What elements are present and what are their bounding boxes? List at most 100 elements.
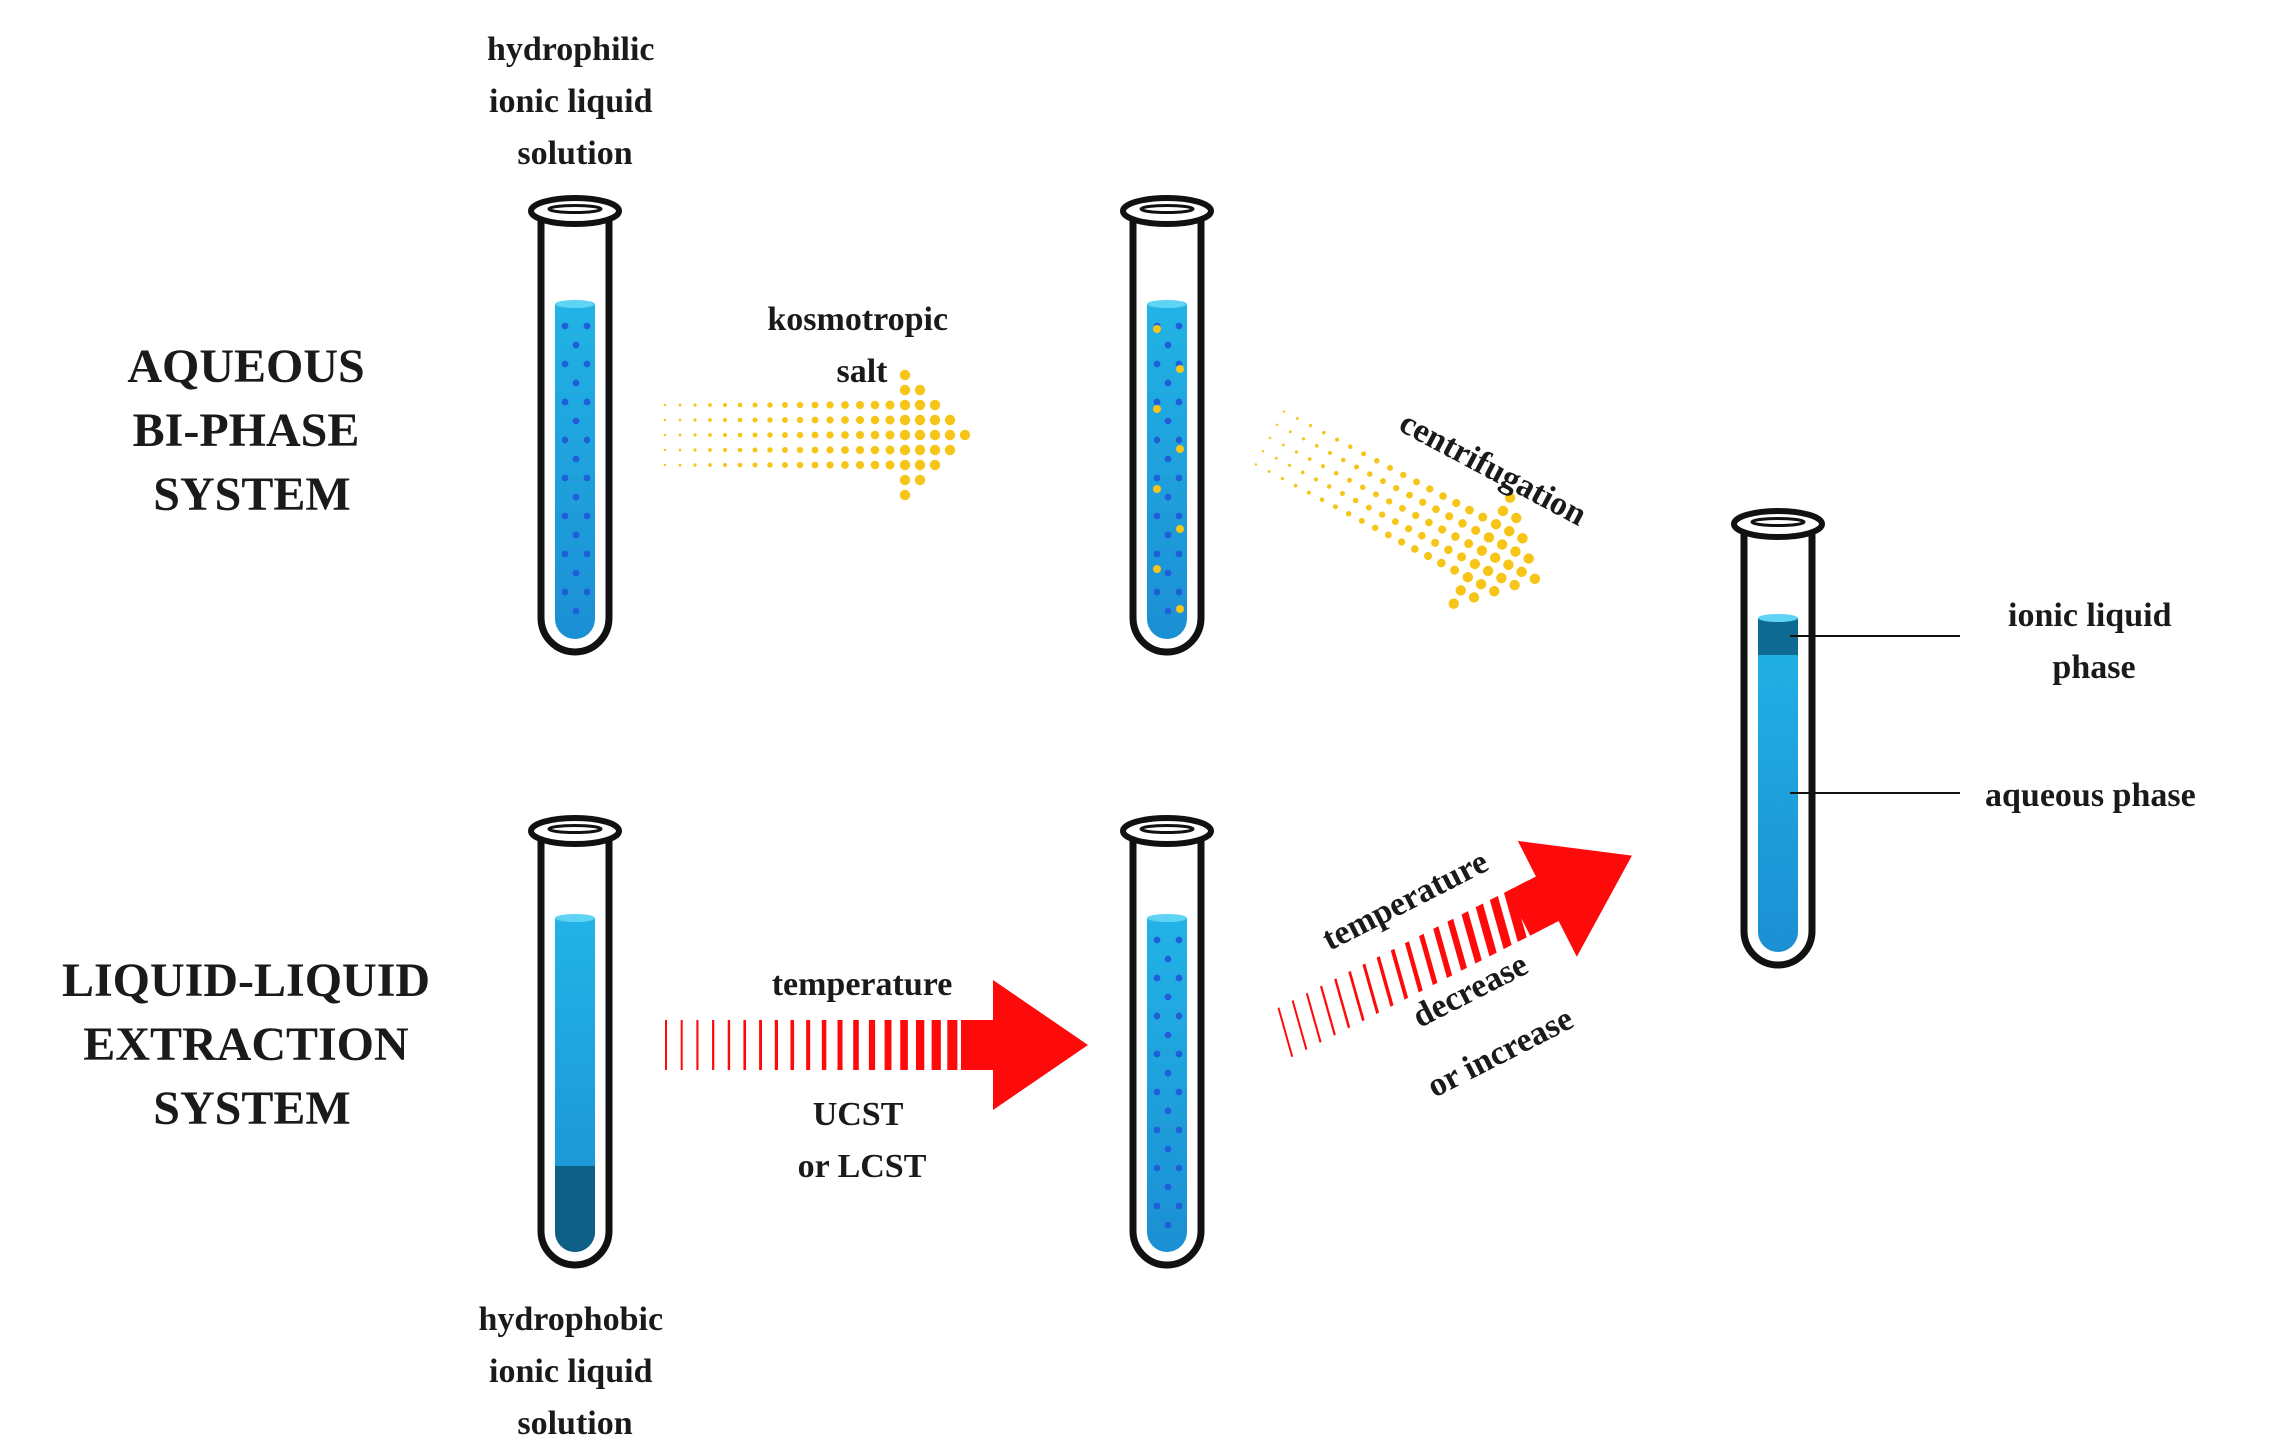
arrow-dot bbox=[796, 431, 804, 439]
arrow-dot bbox=[1418, 531, 1426, 540]
arrow-dot bbox=[663, 433, 667, 437]
arrow-stripe bbox=[1320, 985, 1336, 1036]
droplet-dot bbox=[1175, 398, 1183, 406]
arrow-dot bbox=[1425, 518, 1433, 527]
arrow-dot bbox=[944, 429, 956, 441]
droplet-dot bbox=[1153, 398, 1161, 406]
salt-dot bbox=[1153, 405, 1161, 413]
droplet-dot bbox=[572, 531, 580, 539]
droplet-dot bbox=[1153, 1088, 1161, 1096]
arrow-stripe bbox=[853, 1020, 859, 1070]
arrow-stripe bbox=[1305, 992, 1322, 1043]
arrow-dot bbox=[708, 433, 712, 437]
arrow-dot bbox=[1393, 484, 1400, 492]
arrow-dot bbox=[1462, 571, 1474, 583]
meniscus bbox=[1147, 300, 1187, 308]
arrow-stripe bbox=[1447, 918, 1467, 971]
arrow-dot bbox=[708, 463, 712, 467]
arrow-dot bbox=[1300, 470, 1305, 475]
arrow-dot bbox=[737, 447, 743, 453]
salt-dot bbox=[1153, 565, 1161, 573]
arrow-dot bbox=[1387, 464, 1393, 471]
arrow-dot bbox=[1496, 539, 1508, 550]
tube-result bbox=[1731, 508, 1825, 969]
arrow-stripe bbox=[665, 1020, 667, 1070]
arrow-dot bbox=[1438, 525, 1447, 534]
droplet-dot bbox=[1153, 550, 1161, 558]
arrow-dot bbox=[678, 403, 682, 407]
arrow-dot bbox=[1358, 517, 1365, 524]
arrow-dot bbox=[722, 417, 728, 423]
tube-liquid bbox=[555, 304, 595, 639]
arrow-dot bbox=[767, 417, 773, 423]
meniscus bbox=[555, 300, 595, 308]
salt-dot bbox=[1153, 485, 1161, 493]
arrow-dot bbox=[663, 403, 667, 407]
arrow-dot bbox=[1437, 558, 1446, 568]
arrow-dot bbox=[855, 430, 865, 440]
arrow-dot bbox=[1307, 457, 1312, 461]
arrow-dot bbox=[899, 369, 911, 381]
droplet-dot bbox=[561, 360, 569, 368]
arrow-stripe bbox=[806, 1020, 811, 1070]
arrow-dot bbox=[1268, 436, 1272, 440]
arrow-dot bbox=[1497, 505, 1509, 517]
arrow-dot bbox=[1489, 552, 1501, 563]
arrow-dot bbox=[929, 429, 941, 441]
droplet-dot bbox=[1164, 1107, 1172, 1115]
droplet-dot bbox=[561, 588, 569, 596]
arrow-dot bbox=[1496, 572, 1507, 584]
arrow-dot bbox=[1361, 451, 1367, 457]
arrow-dot bbox=[914, 429, 926, 441]
droplet-dot bbox=[1175, 1012, 1183, 1020]
arrow-dot bbox=[752, 462, 758, 468]
arrow-dot bbox=[870, 445, 880, 455]
droplet-dot bbox=[1153, 512, 1161, 520]
arrow-dot bbox=[678, 463, 682, 467]
arrow-dot bbox=[914, 414, 926, 426]
droplet-dot bbox=[561, 512, 569, 520]
arrow-dot bbox=[1287, 463, 1292, 467]
droplet-dot bbox=[572, 455, 580, 463]
arrow-dot bbox=[752, 447, 758, 453]
centrifugation-arrow bbox=[1254, 410, 1541, 609]
arrow-dot bbox=[1503, 559, 1514, 570]
arrow-dot bbox=[826, 416, 834, 424]
arrow-stripe bbox=[790, 1020, 795, 1070]
arrow-dot bbox=[663, 448, 667, 452]
arrow-dot bbox=[1301, 437, 1306, 441]
arrow-dot bbox=[855, 415, 865, 425]
droplet-dot bbox=[1153, 974, 1161, 982]
arrow-dot bbox=[1444, 545, 1453, 555]
droplet-dot bbox=[1164, 493, 1172, 501]
arrow-dot bbox=[1320, 464, 1326, 469]
arrow-dot bbox=[826, 446, 834, 454]
arrow-dot bbox=[899, 459, 911, 471]
arrow-dot bbox=[1280, 476, 1285, 481]
arrow-stripe bbox=[821, 1020, 827, 1070]
arrow-dot bbox=[737, 462, 743, 468]
arrow-dot bbox=[1352, 497, 1359, 504]
arrow-dot bbox=[959, 429, 971, 441]
arrow-dot bbox=[752, 402, 758, 408]
droplet-dot bbox=[583, 360, 591, 368]
arrow-dot bbox=[737, 432, 743, 438]
arrow-dot bbox=[1353, 464, 1360, 470]
arrow-dot bbox=[678, 448, 682, 452]
arrow-dot bbox=[1458, 519, 1467, 528]
arrow-dot bbox=[944, 444, 956, 456]
arrow-dot bbox=[722, 447, 728, 453]
droplet-dot bbox=[1175, 1164, 1183, 1172]
arrow-dot bbox=[1308, 423, 1313, 428]
arrow-dot bbox=[1413, 478, 1420, 486]
arrow-dot bbox=[1405, 525, 1413, 533]
arrow-head bbox=[1517, 840, 1632, 957]
arrow-dot bbox=[1511, 512, 1522, 524]
arrow-dot bbox=[855, 445, 865, 455]
arrow-dot bbox=[885, 430, 895, 440]
arrow-dot bbox=[1448, 598, 1459, 609]
arrow-dot bbox=[841, 431, 849, 439]
arrow-dot bbox=[1510, 546, 1521, 557]
arrow-dot bbox=[1254, 463, 1258, 466]
arrow-dot bbox=[1340, 457, 1346, 463]
